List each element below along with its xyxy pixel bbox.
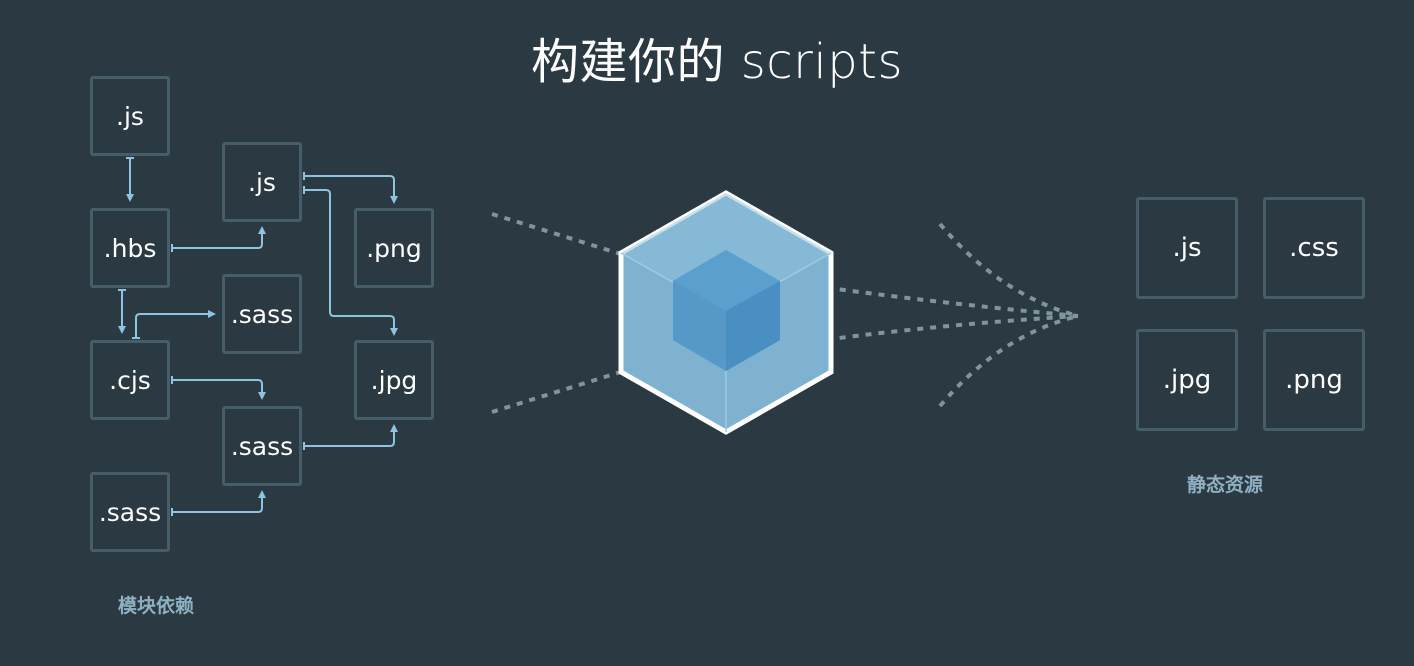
module-label: .cjs: [109, 365, 151, 395]
webpack-cube-icon: [618, 190, 834, 435]
module-box-js: .js: [222, 142, 302, 222]
module-box-js: .js: [90, 76, 170, 156]
arrow-sass2-to-jpg: [304, 424, 398, 447]
asset-box-png: .png: [1263, 329, 1365, 431]
arrow-js2-to-jpg: [304, 189, 398, 336]
module-label: .jpg: [370, 365, 418, 395]
assets-caption: 静态资源: [1187, 474, 1264, 496]
module-box-sass: .sass: [222, 406, 302, 486]
arrow-js2-to-png: [304, 175, 398, 204]
asset-box-jpg: .jpg: [1136, 329, 1238, 431]
arrow-sass3-to-sass2: [172, 490, 266, 513]
asset-label: .css: [1289, 233, 1339, 263]
arrow-cjs-to-sass2: [172, 379, 266, 400]
module-box-png: .png: [354, 208, 434, 288]
asset-box-css: .css: [1263, 197, 1365, 299]
arrow-hbs-to-js2: [172, 226, 266, 249]
module-label: .png: [366, 233, 422, 263]
modules-caption: 模块依赖: [118, 595, 195, 617]
flow-in-bottom: [491, 364, 641, 414]
module-box-sass: .sass: [90, 472, 170, 552]
module-label: .js: [248, 167, 276, 197]
module-box-sass: .sass: [222, 274, 302, 354]
flow-out-bottom: [938, 314, 1079, 408]
flow-in-top: [491, 212, 641, 262]
asset-label: .png: [1285, 365, 1343, 395]
asset-label: .js: [1172, 233, 1202, 263]
asset-label: .jpg: [1162, 365, 1212, 395]
module-label: .sass: [230, 299, 294, 329]
module-label: .sass: [230, 431, 294, 461]
module-box-jpg: .jpg: [354, 340, 434, 420]
module-label: .hbs: [103, 233, 157, 263]
module-label: .sass: [98, 497, 162, 527]
arrow-cjs-to-sass1: [135, 310, 216, 338]
module-label: .js: [116, 101, 144, 131]
module-box-hbs: .hbs: [90, 208, 170, 288]
page-title: 构建你的 scripts: [530, 34, 904, 90]
asset-box-js: .js: [1136, 197, 1238, 299]
module-box-cjs: .cjs: [90, 340, 170, 420]
dependency-arrows: [118, 157, 398, 516]
